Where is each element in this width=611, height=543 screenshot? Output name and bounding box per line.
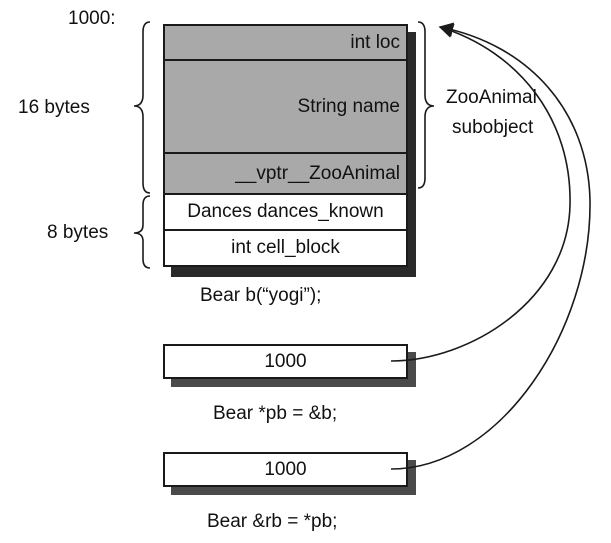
derived-size-label: 8 bytes	[47, 222, 109, 243]
base-size-brace	[133, 21, 151, 194]
reference-rb-box: 1000	[163, 452, 408, 487]
subobject-label-line2: subobject	[452, 117, 534, 138]
pointer-pb-caption: Bear *pb = &b;	[213, 403, 338, 424]
reference-rb-arrow	[390, 22, 591, 470]
reference-rb-caption: Bear &rb = *pb;	[207, 511, 338, 532]
subobject-brace	[417, 21, 435, 189]
pointer-pb-arrow	[390, 24, 571, 362]
field-vptr-zooanimal: __vptr__ZooAnimal	[163, 152, 408, 195]
address-label: 1000:	[68, 8, 116, 29]
field-string-name: String name	[163, 59, 408, 154]
field-int-loc: int loc	[163, 24, 408, 61]
field-dances-known: Dances dances_known	[163, 193, 408, 231]
object-caption: Bear b(“yogi”);	[200, 285, 322, 306]
pointer-pb-box: 1000	[163, 344, 408, 379]
subobject-label-line1: ZooAnimal	[446, 87, 537, 108]
field-int-cell-block: int cell_block	[163, 229, 408, 267]
base-size-label: 16 bytes	[18, 97, 90, 118]
derived-size-brace	[133, 195, 151, 269]
